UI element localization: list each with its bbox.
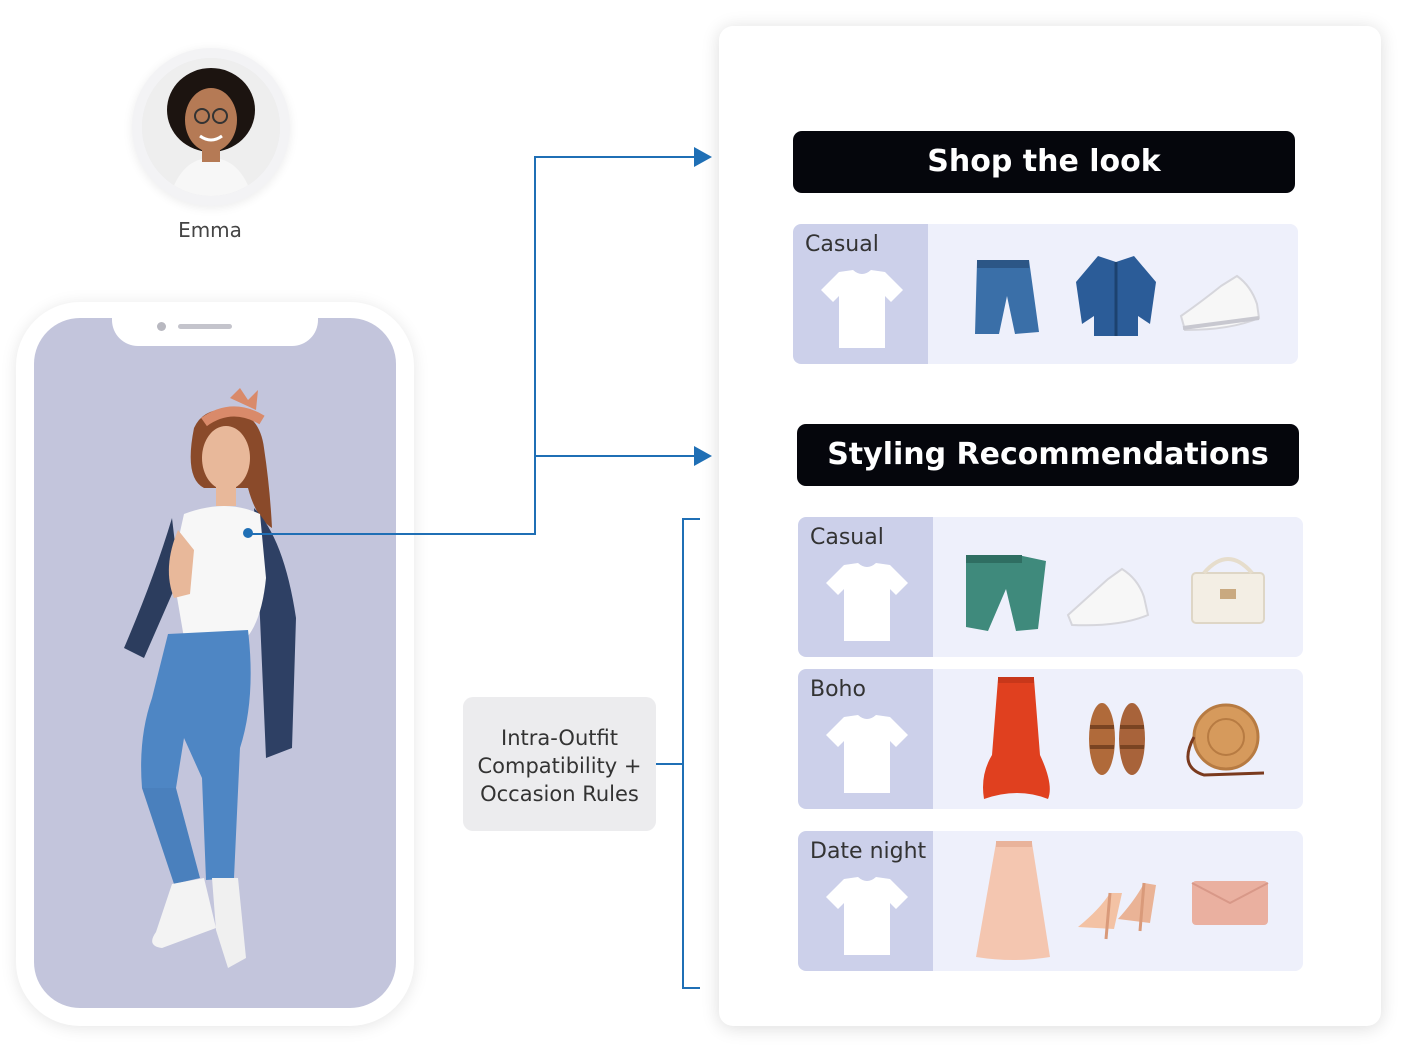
green-jeans-icon[interactable]	[958, 539, 1054, 635]
styling-row-boho[interactable]: Boho	[798, 669, 1303, 809]
round-bag-icon[interactable]	[1174, 691, 1270, 787]
shop-the-look-title: Shop the look	[793, 131, 1295, 193]
tshirt-icon	[821, 270, 903, 348]
speaker-bar	[178, 324, 232, 329]
user-name: Emma	[178, 218, 242, 242]
styling-row-casual[interactable]: Casual	[798, 517, 1303, 657]
styling-row-date-night[interactable]: Date night	[798, 831, 1303, 971]
row-label-box: Casual	[793, 224, 928, 364]
sneakers-icon[interactable]	[1060, 539, 1156, 635]
red-skirt-icon[interactable]	[968, 675, 1064, 803]
styling-recommendations-title: Styling Recommendations	[797, 424, 1299, 486]
model-figure	[124, 388, 296, 968]
row-label: Boho	[810, 677, 866, 702]
user-avatar[interactable]	[132, 48, 290, 206]
rules-bracket	[682, 518, 700, 989]
tshirt-icon	[826, 877, 908, 955]
denim-jacket-icon[interactable]	[1068, 246, 1164, 342]
shop-row-casual[interactable]: Casual	[793, 224, 1298, 364]
item-marker	[243, 528, 253, 538]
heels-icon[interactable]	[1070, 853, 1166, 949]
phone-screen	[34, 318, 396, 1008]
row-label: Casual	[805, 232, 879, 257]
avatar-photo	[142, 58, 280, 196]
tshirt-icon	[826, 563, 908, 641]
sneakers-icon[interactable]	[1171, 246, 1267, 342]
arrow-head-styling	[694, 446, 712, 466]
tshirt-icon	[826, 715, 908, 793]
row-label-box: Date night	[798, 831, 933, 971]
clutch-icon[interactable]	[1180, 853, 1276, 949]
rules-line-2: Compatibility +	[477, 754, 642, 778]
arrow-head-shop	[694, 147, 712, 167]
white-bag-icon[interactable]	[1180, 539, 1276, 635]
rules-line-3: Occasion Rules	[480, 782, 639, 806]
rules-box: Intra-Outfit Compatibility + Occasion Ru…	[463, 697, 656, 831]
row-label-box: Casual	[798, 517, 933, 657]
camera-dot	[157, 322, 166, 331]
row-label: Date night	[810, 839, 927, 864]
row-label: Casual	[810, 525, 884, 550]
rules-line-1: Intra-Outfit	[501, 726, 618, 750]
connector-to-shop	[252, 156, 696, 535]
jeans-icon[interactable]	[963, 246, 1059, 342]
row-label-box: Boho	[798, 669, 933, 809]
pink-skirt-icon[interactable]	[966, 839, 1062, 963]
sandals-icon[interactable]	[1070, 691, 1166, 787]
